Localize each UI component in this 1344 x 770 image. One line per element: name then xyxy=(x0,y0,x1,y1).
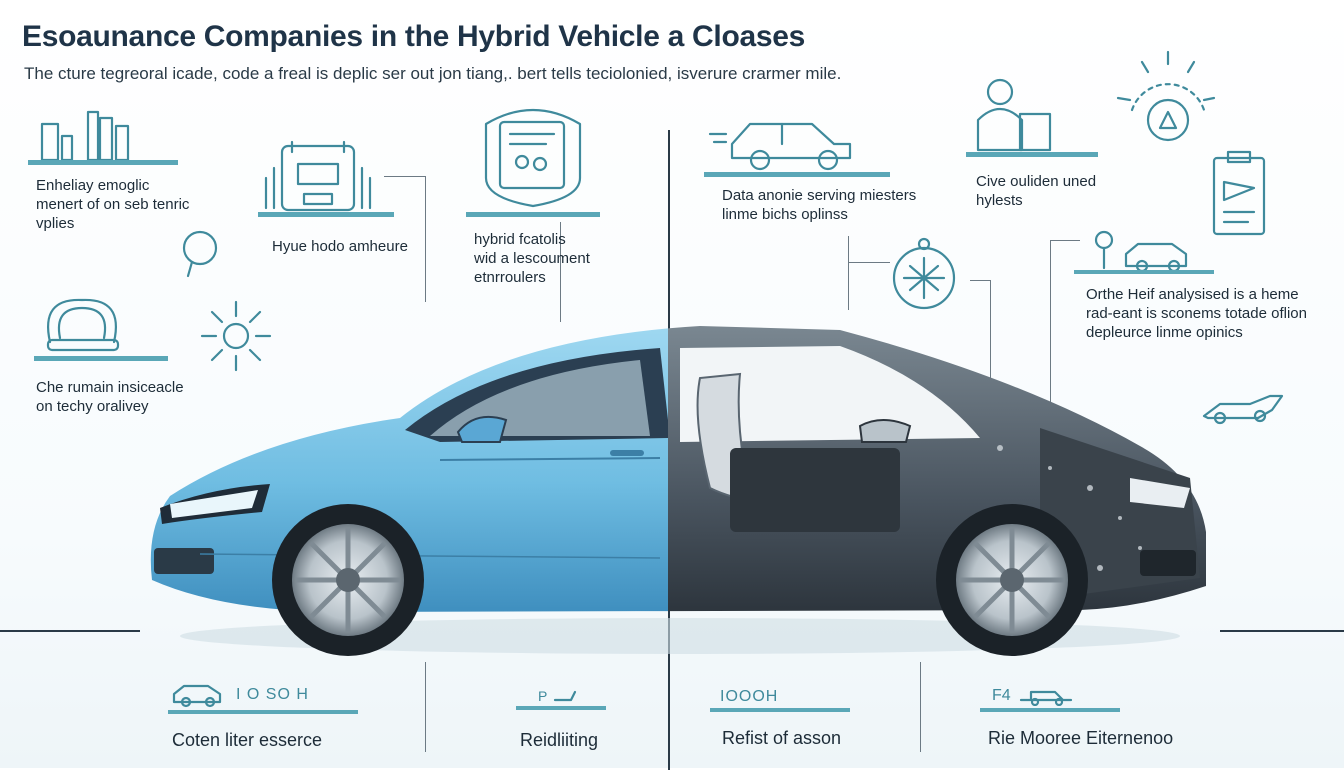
page-title: Esoaunance Companies in the Hybrid Vehic… xyxy=(22,20,806,53)
connector-h xyxy=(1050,240,1080,241)
person-document-icon xyxy=(966,78,1098,157)
bottom-caption-4: Rie Mooree Eiternenoo xyxy=(988,728,1174,748)
car-outline-icon xyxy=(704,122,890,177)
bottom-code-3: IOOOH xyxy=(720,688,779,705)
bottom-caption-1: Coten liter esserce xyxy=(172,730,323,750)
connector-line xyxy=(560,222,561,322)
connector-line xyxy=(425,662,426,752)
connector-h xyxy=(970,280,990,281)
left-label-2: Hyue hodo amheure xyxy=(272,238,408,255)
bottom-code-2: P xyxy=(538,688,548,704)
small-tool-icon xyxy=(554,690,577,702)
gauge-sun-icon xyxy=(1116,50,1216,142)
document-shield-icon xyxy=(466,109,600,217)
bottom-item-1: I O SO H xyxy=(168,682,358,714)
small-vehicle-icon xyxy=(1019,690,1072,706)
car-blue-half xyxy=(150,328,668,612)
hybrid-car-illustration xyxy=(150,326,1206,656)
magnifier-icon xyxy=(182,230,218,278)
connector-line xyxy=(848,236,849,310)
bottom-code-4: F4 xyxy=(992,687,1011,704)
clipboard-icon xyxy=(1212,150,1266,236)
small-car-icon xyxy=(172,684,222,708)
connector-line xyxy=(1050,240,1051,410)
city-buildings-icon xyxy=(28,110,178,165)
bottom-item-4: F4 xyxy=(980,686,1120,712)
race-car-icon xyxy=(1202,394,1284,425)
bulb-car-icon xyxy=(1074,230,1214,274)
sun-energy-icon xyxy=(200,300,272,372)
connector-line xyxy=(990,280,991,384)
connector-line xyxy=(425,176,426,302)
ground-line-left xyxy=(0,630,140,632)
connector-h xyxy=(848,262,890,263)
connector-h xyxy=(384,176,425,177)
bottom-item-3: IOOOH xyxy=(710,688,850,712)
bottom-item-2: P xyxy=(516,688,606,710)
bottom-code-1: I O SO H xyxy=(236,686,309,703)
ground-line-right xyxy=(1220,630,1344,632)
headset-seat-icon xyxy=(34,298,168,361)
front-wheel xyxy=(272,504,424,656)
bottom-caption-3: Refist of asson xyxy=(722,728,842,748)
battery-box-icon xyxy=(258,140,394,217)
connector-line xyxy=(920,662,921,752)
bottom-caption-2: Reidliiting xyxy=(520,730,599,750)
page-subtitle: The cture tegreoral icade, code a freal … xyxy=(24,64,842,83)
compass-target-icon xyxy=(892,237,956,310)
rear-wheel xyxy=(936,504,1088,656)
